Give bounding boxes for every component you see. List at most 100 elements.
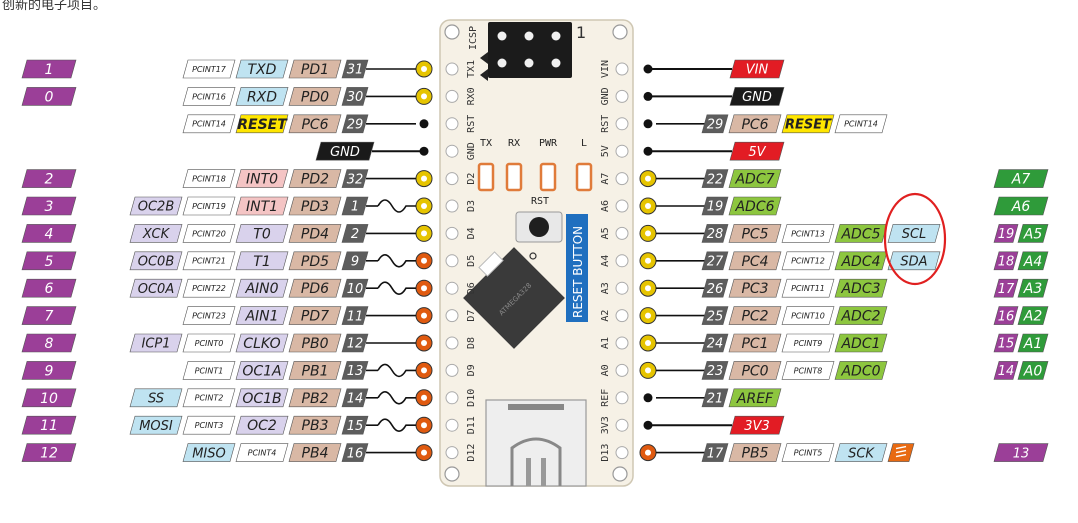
pin-pad: [445, 117, 459, 131]
left-pcint-label-box: [182, 388, 236, 408]
right-adc-label-box: [834, 333, 888, 353]
pin-pad: [615, 226, 629, 240]
silk-label: 3V3: [600, 416, 611, 434]
led-label-tx: TX: [480, 138, 492, 149]
left-alt-function-label: OC0A: [138, 282, 174, 297]
left-function-label-box: [235, 388, 289, 408]
right-arduino-digital-number: 15: [998, 337, 1015, 352]
left-chip-pin-number-box: [341, 196, 369, 216]
right-arduino-digital-number-box: [993, 443, 1049, 462]
silk-label: D13: [600, 444, 611, 462]
right-port-label-box: [728, 361, 782, 380]
left-alt-function-label: XCK: [142, 227, 171, 242]
pin-pad: [615, 117, 629, 131]
right-chip-pin-number: 27: [707, 254, 724, 269]
pin-hole: [421, 257, 427, 264]
pin-pad: [445, 144, 459, 158]
right-arduino-digital-number: 17: [998, 282, 1015, 297]
left-chip-pin-number-box: [341, 388, 369, 408]
right-alt-function-label-box: [887, 224, 941, 243]
led-indicator-box: [887, 443, 915, 462]
left-port-label: PB1: [302, 363, 329, 379]
left-arduino-pin-number: 11: [40, 418, 58, 434]
mount-hole-3: [612, 466, 628, 482]
left-pcint-label-box: [182, 306, 236, 325]
pwm-wave-icon: [377, 418, 416, 432]
right-arduino-analog-label: A5: [1023, 226, 1043, 242]
right-pcint-label: PCINT13: [791, 229, 825, 238]
left-port-label-box: [288, 415, 342, 435]
right-special-vin-box: [729, 59, 785, 79]
pin-pad: [615, 336, 629, 350]
left-chip-pin-number: 11: [347, 309, 364, 324]
right-chip-pin-number-box: [701, 306, 729, 325]
pin1-dot: [529, 252, 537, 260]
right-port-label: PC6: [741, 117, 768, 133]
led-indicator-icon: [895, 449, 907, 454]
left-chip-pin-number: 12: [347, 337, 364, 352]
pwm-wave-icon: [377, 363, 416, 378]
left-port-label: PD4: [301, 226, 329, 242]
icsp-header: [488, 22, 572, 78]
left-pcint-label-box: [182, 361, 236, 380]
left-alt-function-label-box: [129, 388, 183, 408]
silk-label: GND: [466, 142, 477, 160]
right-special-5v-box: [729, 141, 785, 161]
left-function-label: RESET: [237, 117, 288, 133]
left-chip-pin-number-box: [341, 333, 369, 353]
left-port-label-box: [288, 361, 342, 380]
right-chip-pin-number: 21: [707, 391, 724, 406]
left-arduino-pin-number: 3: [45, 199, 54, 215]
i2c-highlight-circle: [883, 192, 947, 286]
left-port-label: PD3: [301, 199, 329, 215]
right-pcint-label: PCINT14: [844, 120, 878, 129]
mount-hole-2: [444, 466, 460, 482]
right-arduino-analog-label-box: [1017, 361, 1049, 380]
pin-pad: [445, 446, 459, 460]
right-arduino-analog-label: A1: [1023, 336, 1042, 352]
icsp-pin: [497, 58, 507, 68]
left-function-label-box: [235, 224, 289, 243]
pin-hole: [645, 367, 651, 374]
left-function-label: OC1B: [242, 391, 281, 407]
left-arduino-pin-number: 0: [45, 89, 54, 105]
right-chip-pin-number-box: [701, 169, 729, 188]
left-pcint-label-box: [182, 59, 236, 79]
right-port-label-box: [728, 224, 782, 243]
right-port-label-box: [728, 114, 782, 134]
left-pcint-label-box: [182, 415, 236, 435]
left-pcint-label: PCINT16: [192, 92, 226, 101]
right-adc-label-box: [834, 224, 888, 243]
left-port-label: PD1: [301, 62, 329, 78]
right-pcint-label-box: [781, 443, 835, 462]
led-label-rx: RX: [508, 138, 520, 149]
pin-pad: [615, 199, 629, 213]
left-function-label-box: [235, 59, 289, 79]
left-arduino-pin-number-box: [21, 87, 77, 106]
right-arduino-analog-label: A7: [1011, 172, 1031, 188]
right-special-gnd: GND: [742, 90, 772, 105]
left-function-label: RXD: [247, 89, 277, 105]
pin-hole: [645, 230, 651, 237]
right-port-label: PB5: [742, 446, 769, 462]
left-chip-pin-number-box: [341, 224, 369, 243]
pwm-wave-icon: [377, 254, 416, 268]
left-port-label-box: [288, 278, 342, 298]
led-indicator-icon: [895, 453, 907, 458]
silk-label: GND: [600, 87, 611, 105]
silk-label: A5: [600, 227, 611, 239]
left-chip-pin-number-box: [341, 415, 369, 435]
right-function-label: RESET: [785, 117, 832, 132]
left-chip-pin-number: 2: [351, 227, 359, 242]
right-arduino-digital-number-box: [993, 251, 1019, 271]
